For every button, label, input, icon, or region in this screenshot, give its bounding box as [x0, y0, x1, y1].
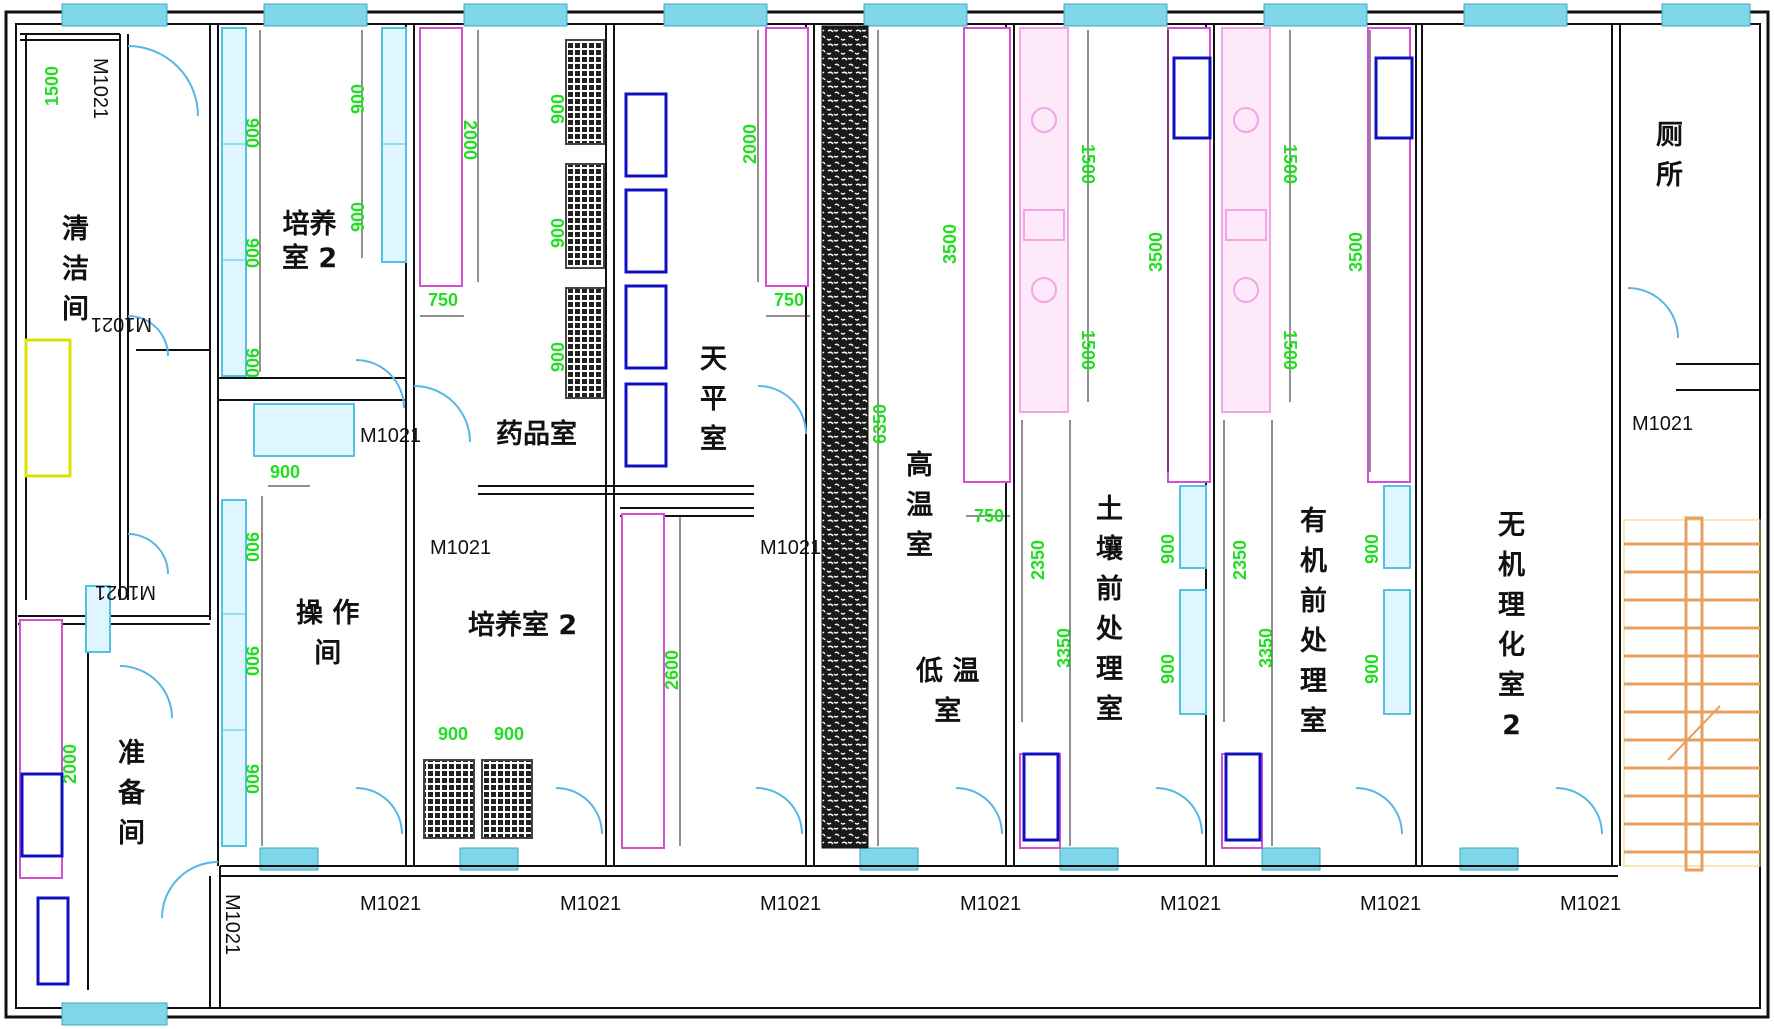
door-code-15: M1021	[221, 894, 243, 955]
dim-3500-c: 3500	[1346, 232, 1366, 272]
windows	[61, 3, 1751, 1026]
dim-900-i: 900	[270, 462, 300, 482]
room-label-culture-b: 培养室 2	[468, 610, 578, 641]
dim-3350-a: 3350	[1054, 628, 1074, 668]
door-code-14: M1021	[1560, 893, 1621, 915]
dim-3500-b: 3500	[1146, 232, 1166, 272]
dim-1500-b: 1500	[1078, 330, 1098, 370]
room-label-inorganic: 无 机 理 化 室 2	[1498, 510, 1525, 741]
dim-900-g: 900	[548, 218, 568, 248]
door-code-7: M1021	[1632, 413, 1693, 435]
dimension-labels: 900 900 900 900 900 2000 900 900 900 200…	[42, 66, 1382, 794]
fume-hoods	[1019, 27, 1271, 413]
mop-sink	[24, 338, 72, 478]
insulated-wall	[821, 25, 869, 849]
room-label-high-temp: 高 温 室	[906, 450, 933, 561]
door-swings	[119, 45, 1679, 919]
dim-750-b: 750	[774, 290, 804, 310]
dim-900-a: 900	[242, 238, 262, 268]
door-code-12: M1021	[1160, 893, 1221, 915]
door-code-2: M1021	[91, 313, 152, 335]
door-code-1: M1021	[89, 58, 111, 119]
dim-900-e: 900	[348, 202, 368, 232]
dim-900-k: 900	[242, 646, 262, 676]
door-code-9: M1021	[560, 893, 621, 915]
door-code-4: M1021	[360, 425, 421, 447]
culture-racks	[85, 27, 1411, 847]
corridor-wall	[209, 865, 1618, 1008]
dim-2350-a: 2350	[1028, 540, 1048, 580]
room-label-toilet: 厕 所	[1656, 120, 1683, 191]
door-code-6: M1021	[760, 537, 821, 559]
dim-900-f: 900	[548, 94, 568, 124]
dim-2000-b: 2000	[740, 124, 760, 164]
dim-1500-d: 1500	[1280, 330, 1300, 370]
dim-2350-b: 2350	[1230, 540, 1250, 580]
door-code-3: M1021	[95, 581, 156, 603]
dim-750-c: 750	[974, 506, 1004, 526]
room-label-culture-a: 培养 室 2	[282, 209, 338, 274]
room-label-medicine: 药品室	[496, 419, 577, 450]
door-codes: M1021 M1021 M1021 M1021 M1021 M1021 M102…	[89, 58, 1693, 955]
door-code-5: M1021	[430, 537, 491, 559]
dim-900-j: 900	[242, 532, 262, 562]
dim-750-a: 750	[428, 290, 458, 310]
dim-1500-a: 1500	[1078, 144, 1098, 184]
dim-900-d: 900	[348, 84, 368, 114]
dim-900-p: 900	[1158, 654, 1178, 684]
room-label-organic-prep: 有 机 前 处 理 室	[1300, 506, 1327, 737]
dim-3350-b: 3350	[1256, 628, 1276, 668]
door-code-8: M1021	[360, 893, 421, 915]
dim-900-c: 900	[242, 348, 262, 378]
blue-fixtures	[20, 56, 1414, 986]
door-code-13: M1021	[1360, 893, 1421, 915]
room-label-balance: 天 平 室	[700, 344, 727, 455]
dim-900-h: 900	[548, 342, 568, 372]
room-label-operation: 操 作 间	[296, 598, 360, 669]
room-label-low-temp: 低 温 室	[916, 656, 980, 727]
room-label-soil-prep: 土 壤 前 处 理 室	[1096, 494, 1123, 725]
dim-1500-c: 1500	[1280, 144, 1300, 184]
room-label-prep: 准 备 间	[118, 738, 145, 849]
dimension-lines	[259, 30, 1371, 846]
dim-900-q: 900	[1362, 534, 1382, 564]
dim-6350: 6350	[870, 404, 890, 444]
door-code-10: M1021	[760, 893, 821, 915]
dim-900-m: 900	[438, 724, 468, 744]
dim-900-o: 900	[1158, 534, 1178, 564]
refrigerators	[423, 39, 605, 839]
dim-900-r: 900	[1362, 654, 1382, 684]
door-code-11: M1021	[960, 893, 1021, 915]
dim-2000-a: 2000	[460, 120, 480, 160]
staircase	[1623, 516, 1761, 872]
dim-900-b: 900	[242, 118, 262, 148]
rack-dividers	[222, 143, 406, 731]
dim-2000-c: 2000	[60, 744, 80, 784]
dim-900-l: 900	[242, 764, 262, 794]
dim-1500-e: 1500	[42, 66, 62, 106]
room-label-cleaning: 清 洁 间	[62, 214, 89, 325]
dim-3500-a: 3500	[940, 224, 960, 264]
dim-900-n: 900	[494, 724, 524, 744]
dim-2600: 2600	[662, 650, 682, 690]
